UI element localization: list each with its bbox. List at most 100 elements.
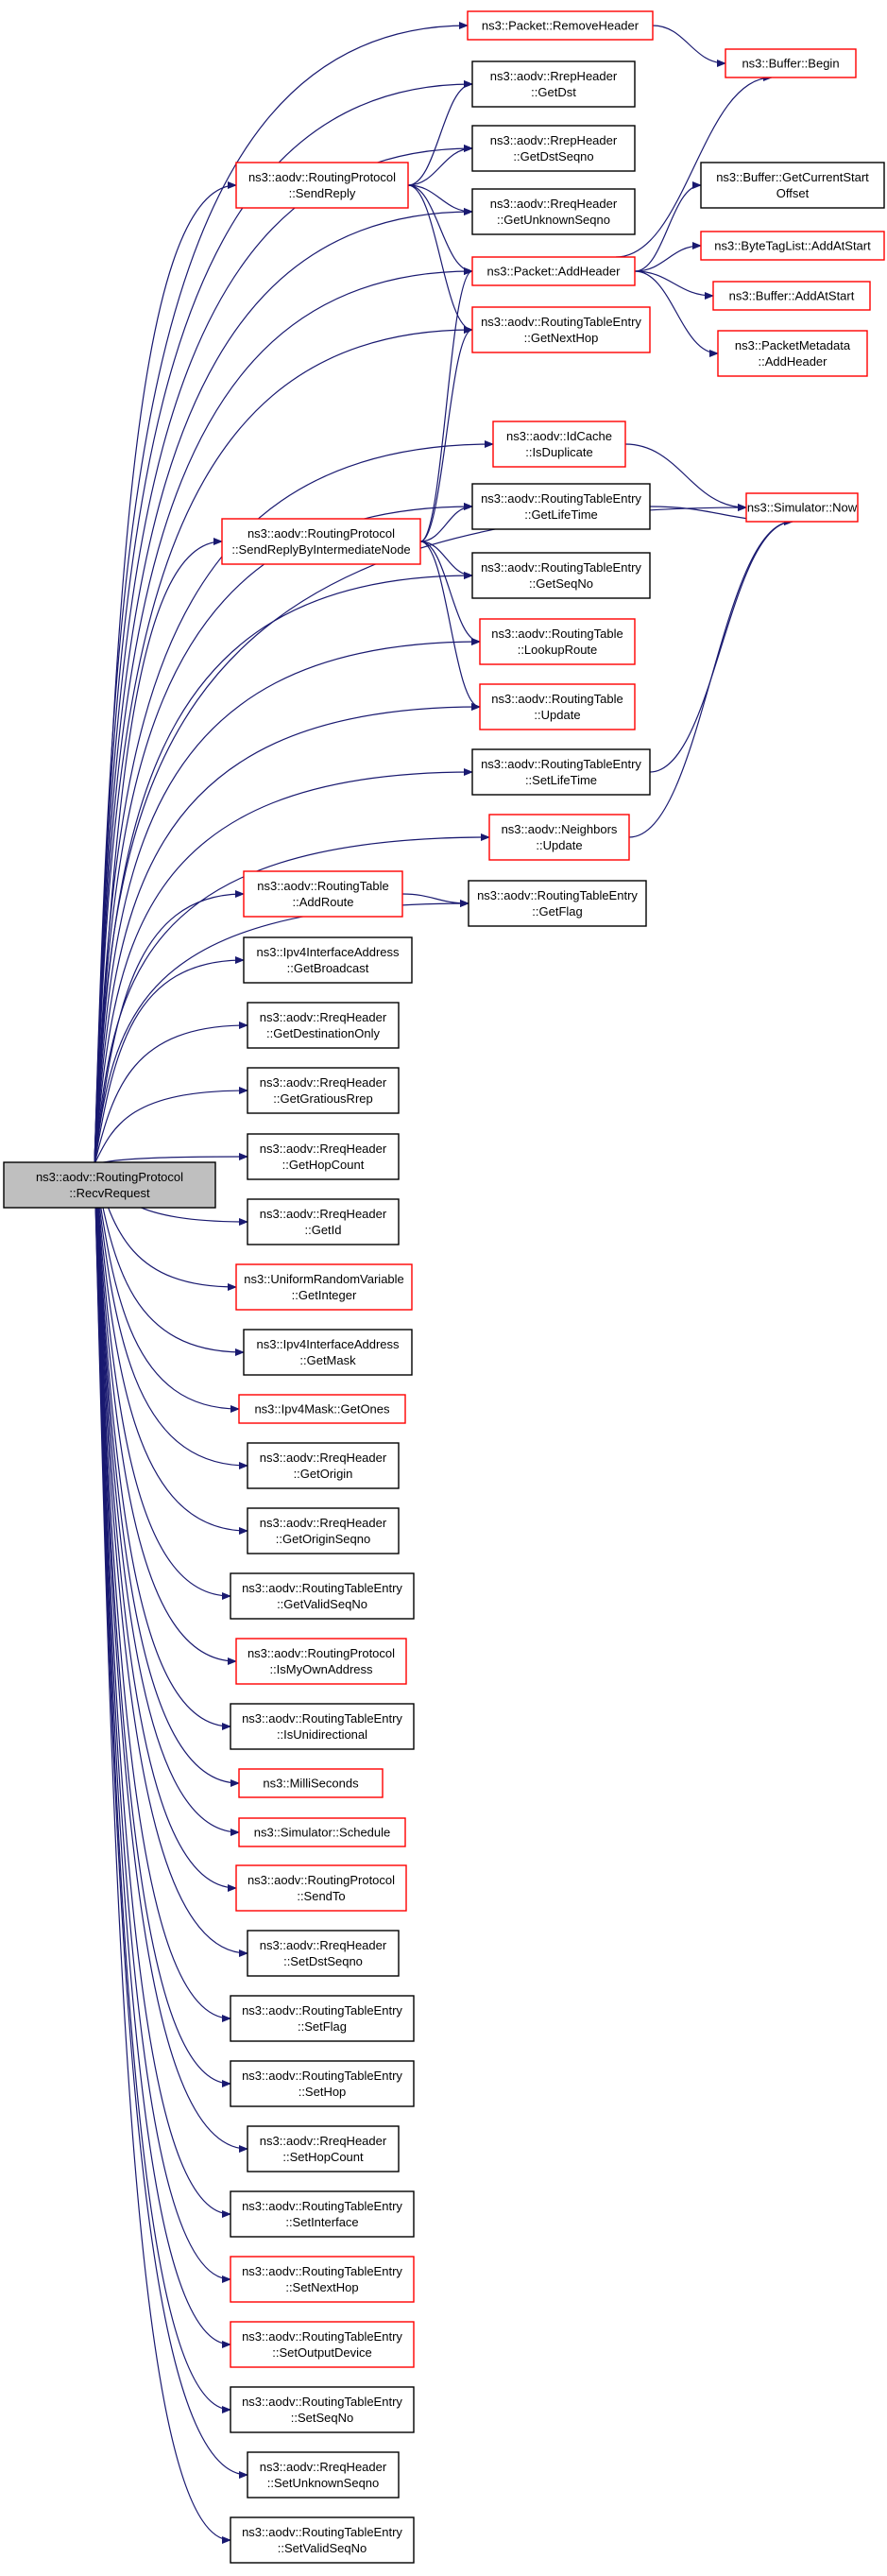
node-setvalidseq[interactable]: ns3::aodv::RoutingTableEntry::SetValidSe… bbox=[230, 2516, 415, 2564]
node-box[interactable] bbox=[247, 1930, 400, 1977]
node-box[interactable] bbox=[247, 1133, 400, 1180]
node-sendreply[interactable]: ns3::aodv::RoutingProtocol::SendReply bbox=[235, 162, 409, 209]
node-box[interactable] bbox=[247, 1198, 400, 1245]
node-box[interactable] bbox=[243, 936, 413, 984]
node-removehdr[interactable]: ns3::Packet::RemoveHeader bbox=[467, 10, 654, 41]
node-getseqno[interactable]: ns3::aodv::RoutingTableEntry::GetSeqNo bbox=[471, 552, 651, 599]
node-isdup[interactable]: ns3::aodv::IdCache::IsDuplicate bbox=[492, 421, 626, 468]
node-sethopcount[interactable]: ns3::aodv::RreqHeader::SetHopCount bbox=[247, 2125, 400, 2172]
node-nbupdate[interactable]: ns3::aodv::Neighbors::Update bbox=[488, 814, 630, 861]
node-setdstseq[interactable]: ns3::aodv::RreqHeader::SetDstSeqno bbox=[247, 1930, 400, 1977]
node-getlifetime[interactable]: ns3::aodv::RoutingTableEntry::GetLifeTim… bbox=[471, 483, 651, 530]
node-box[interactable] bbox=[230, 1572, 415, 1620]
node-bufbegin[interactable]: ns3::Buffer::Begin bbox=[725, 48, 857, 78]
node-getdstonly[interactable]: ns3::aodv::RreqHeader::GetDestinationOnl… bbox=[247, 1002, 400, 1049]
node-getmask[interactable]: ns3::Ipv4InterfaceAddress::GetMask bbox=[243, 1329, 413, 1376]
node-getones[interactable]: ns3::Ipv4Mask::GetOnes bbox=[238, 1394, 406, 1424]
node-bufaddstart[interactable]: ns3::Buffer::AddAtStart bbox=[712, 281, 871, 311]
node-box[interactable] bbox=[717, 330, 868, 377]
node-box[interactable] bbox=[712, 281, 871, 311]
node-box[interactable] bbox=[235, 162, 409, 209]
node-box[interactable] bbox=[247, 1507, 400, 1554]
node-box[interactable] bbox=[230, 2256, 415, 2303]
node-pktmeta[interactable]: ns3::PacketMetadata::AddHeader bbox=[717, 330, 868, 377]
node-addheader[interactable]: ns3::Packet::AddHeader bbox=[471, 256, 636, 286]
node-ismyown[interactable]: ns3::aodv::RoutingProtocol::IsMyOwnAddre… bbox=[235, 1638, 407, 1685]
node-box[interactable] bbox=[471, 188, 636, 235]
node-unkseqno[interactable]: ns3::aodv::RreqHeader::GetUnknownSeqno bbox=[471, 188, 636, 235]
node-rtupdate[interactable]: ns3::aodv::RoutingTable::Update bbox=[479, 683, 636, 730]
node-box[interactable] bbox=[230, 1703, 415, 1750]
node-box[interactable] bbox=[235, 1864, 407, 1912]
node-box[interactable] bbox=[221, 518, 421, 565]
node-getnexthop[interactable]: ns3::aodv::RoutingTableEntry::GetNextHop bbox=[471, 306, 651, 353]
node-box[interactable] bbox=[247, 1442, 400, 1489]
node-box[interactable] bbox=[492, 421, 626, 468]
node-box[interactable] bbox=[471, 125, 636, 172]
node-box[interactable] bbox=[243, 1329, 413, 1376]
node-box[interactable] bbox=[238, 1768, 384, 1798]
node-box[interactable] bbox=[230, 2386, 415, 2433]
node-setiface[interactable]: ns3::aodv::RoutingTableEntry::SetInterfa… bbox=[230, 2190, 415, 2238]
node-box[interactable] bbox=[243, 870, 403, 918]
node-millis[interactable]: ns3::MilliSeconds bbox=[238, 1768, 384, 1798]
node-box[interactable] bbox=[471, 483, 651, 530]
node-box[interactable] bbox=[471, 256, 636, 286]
node-gethop[interactable]: ns3::aodv::RreqHeader::GetHopCount bbox=[247, 1133, 400, 1180]
node-setlifetime[interactable]: ns3::aodv::RoutingTableEntry::SetLifeTim… bbox=[471, 748, 651, 796]
node-getid[interactable]: ns3::aodv::RreqHeader::GetId bbox=[247, 1198, 400, 1245]
node-box[interactable] bbox=[3, 1161, 216, 1209]
node-sendto[interactable]: ns3::aodv::RoutingProtocol::SendTo bbox=[235, 1864, 407, 1912]
node-box[interactable] bbox=[471, 748, 651, 796]
node-isunidir[interactable]: ns3::aodv::RoutingTableEntry::IsUnidirec… bbox=[230, 1703, 415, 1750]
node-box[interactable] bbox=[700, 162, 885, 209]
node-box[interactable] bbox=[230, 2516, 415, 2564]
node-box[interactable] bbox=[247, 2125, 400, 2172]
node-getflag[interactable]: ns3::aodv::RoutingTableEntry::GetFlag bbox=[468, 880, 647, 927]
node-box[interactable] bbox=[488, 814, 630, 861]
node-setnexthop[interactable]: ns3::aodv::RoutingTableEntry::SetNextHop bbox=[230, 2256, 415, 2303]
node-getoriginseq[interactable]: ns3::aodv::RreqHeader::GetOriginSeqno bbox=[247, 1507, 400, 1554]
node-simnow[interactable]: ns3::Simulator::Now bbox=[745, 492, 859, 523]
node-recv[interactable]: ns3::aodv::RoutingProtocol::RecvRequest bbox=[3, 1161, 216, 1209]
node-getorigin[interactable]: ns3::aodv::RreqHeader::GetOrigin bbox=[247, 1442, 400, 1489]
node-rrepdst[interactable]: ns3::aodv::RrepHeader::GetDst bbox=[471, 60, 636, 108]
node-box[interactable] bbox=[238, 1817, 406, 1847]
node-setflag[interactable]: ns3::aodv::RoutingTableEntry::SetFlag bbox=[230, 1995, 415, 2042]
node-rrepdstseq[interactable]: ns3::aodv::RrepHeader::GetDstSeqno bbox=[471, 125, 636, 172]
node-box[interactable] bbox=[479, 618, 636, 665]
node-box[interactable] bbox=[230, 2060, 415, 2107]
node-sethop[interactable]: ns3::aodv::RoutingTableEntry::SetHop bbox=[230, 2060, 415, 2107]
node-getgrat[interactable]: ns3::aodv::RreqHeader::GetGratiousRrep bbox=[247, 1067, 400, 1114]
node-box[interactable] bbox=[468, 880, 647, 927]
node-bytetag[interactable]: ns3::ByteTagList::AddAtStart bbox=[700, 231, 885, 261]
node-box[interactable] bbox=[471, 60, 636, 108]
node-box[interactable] bbox=[247, 1002, 400, 1049]
node-box[interactable] bbox=[467, 10, 654, 41]
node-box[interactable] bbox=[235, 1263, 413, 1311]
node-box[interactable] bbox=[471, 306, 651, 353]
node-schedule[interactable]: ns3::Simulator::Schedule bbox=[238, 1817, 406, 1847]
node-box[interactable] bbox=[471, 552, 651, 599]
node-box[interactable] bbox=[230, 1995, 415, 2042]
node-box[interactable] bbox=[700, 231, 885, 261]
node-sendinter[interactable]: ns3::aodv::RoutingProtocol::SendReplyByI… bbox=[221, 518, 421, 565]
node-getbcast[interactable]: ns3::Ipv4InterfaceAddress::GetBroadcast bbox=[243, 936, 413, 984]
node-setunkseq[interactable]: ns3::aodv::RreqHeader::SetUnknownSeqno bbox=[247, 2451, 400, 2499]
node-box[interactable] bbox=[479, 683, 636, 730]
node-box[interactable] bbox=[725, 48, 857, 78]
node-box[interactable] bbox=[247, 1067, 400, 1114]
node-setseqno[interactable]: ns3::aodv::RoutingTableEntry::SetSeqNo bbox=[230, 2386, 415, 2433]
node-box[interactable] bbox=[247, 2451, 400, 2499]
node-addroute[interactable]: ns3::aodv::RoutingTable::AddRoute bbox=[243, 870, 403, 918]
node-box[interactable] bbox=[745, 492, 859, 523]
node-box[interactable] bbox=[235, 1638, 407, 1685]
node-getint[interactable]: ns3::UniformRandomVariable::GetInteger bbox=[235, 1263, 413, 1311]
node-box[interactable] bbox=[238, 1394, 406, 1424]
node-box[interactable] bbox=[230, 2190, 415, 2238]
node-lookup[interactable]: ns3::aodv::RoutingTable::LookupRoute bbox=[479, 618, 636, 665]
node-getvalidseq[interactable]: ns3::aodv::RoutingTableEntry::GetValidSe… bbox=[230, 1572, 415, 1620]
node-box[interactable] bbox=[230, 2321, 415, 2368]
node-setoutdev[interactable]: ns3::aodv::RoutingTableEntry::SetOutputD… bbox=[230, 2321, 415, 2368]
